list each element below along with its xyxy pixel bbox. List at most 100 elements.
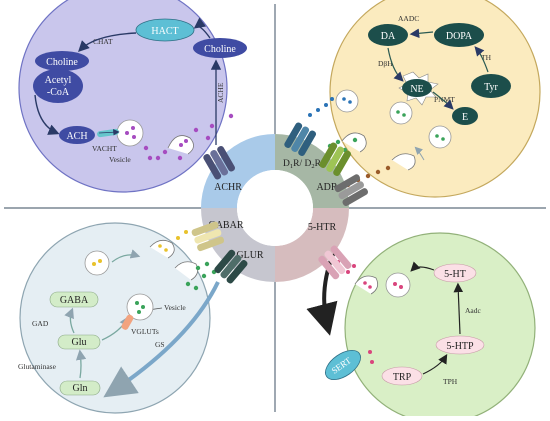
aadc-label: Aadc: [465, 306, 481, 315]
arrow-choline-to-hact: [193, 17, 211, 39]
ne-molecule: [335, 139, 341, 145]
arrow-hact-to-choline: [78, 32, 137, 52]
ht-pocket-dot: [368, 285, 372, 289]
d1r-d2r-label: D1R/ D2R: [283, 159, 322, 170]
glur-label: GLUR: [236, 250, 264, 261]
gaba-pill: [49, 291, 99, 308]
coa-label: -CoA: [47, 87, 70, 98]
glu-vesicle: [126, 293, 154, 321]
ht-molecule: [370, 360, 374, 364]
d-label: D: [283, 159, 290, 169]
ach-label: ACH: [66, 131, 87, 142]
arrow-glu-to-gaba: [64, 307, 75, 334]
gaba-vesicle-dot: [98, 259, 102, 263]
wheel-segment-gabar: [201, 208, 275, 282]
ht-molecule: [352, 264, 356, 268]
htr-label: 5-HTR: [308, 222, 337, 233]
sert-transporter: [325, 350, 361, 380]
dopamine-receptor-icon: [284, 122, 317, 157]
choline-right-label: Choline: [204, 44, 236, 55]
ht-release-pocket: [354, 275, 379, 295]
gaba-cell-body: [19, 222, 211, 414]
da-oval: [368, 24, 408, 46]
gaba-pocket-dot: [164, 248, 168, 252]
vesicle-label: Vesicle: [109, 155, 131, 164]
gln-pill: [59, 380, 101, 396]
grey-receptor-icon: [334, 174, 369, 207]
e-oval: [452, 107, 478, 125]
htp-pill: [435, 335, 485, 355]
gaba-label: GABA: [60, 295, 89, 306]
receptor-wheel: ACHR ADR D1R/ D2R GABAR GLUR 5-HTR: [191, 122, 369, 284]
tph-label: TPH: [443, 377, 458, 386]
th-label: TH: [481, 53, 492, 62]
gln-label: Gln: [73, 383, 88, 394]
hact-label: HACT: [151, 26, 178, 37]
da-molecule: [324, 103, 328, 107]
da-label: DA: [381, 31, 396, 42]
tyr-label: Tyr: [484, 82, 498, 93]
pnmt-label: PNMT: [434, 95, 455, 104]
ach-molecule: [143, 145, 149, 151]
ach-pocket-dot: [179, 143, 183, 147]
wheel-hole: [237, 170, 313, 246]
glu-release-pocket: [174, 261, 199, 281]
adr-vesicle-dot: [342, 97, 346, 101]
glu-vesicle-dot: [137, 310, 141, 314]
gaba-vesicle-label: Vesicle: [164, 303, 186, 312]
e-molecule: [385, 165, 391, 171]
ht-molecule: [368, 350, 372, 354]
vacht-label: VACHT: [92, 144, 117, 153]
e-molecule: [375, 169, 381, 175]
acetyl-coa-oval: [33, 69, 83, 103]
ach-molecule: [228, 113, 234, 119]
arrow-da-to-ne: [387, 47, 404, 82]
gabar-receptor-icon: [191, 221, 225, 252]
ache-label: ACHE: [216, 82, 225, 103]
glu-molecule: [185, 281, 191, 287]
achr-receptor-icon: [203, 145, 236, 180]
acetyl-label: Acetyl: [45, 75, 72, 86]
glu-molecule: [204, 261, 210, 267]
gaba-vesicle-dot: [92, 262, 96, 266]
da-molecule: [330, 97, 334, 101]
gad-label: GAD: [32, 319, 49, 328]
ach-oval: [59, 126, 95, 144]
glu-pill: [57, 334, 101, 350]
glu-molecule: [201, 273, 207, 279]
arrow-to-ach: [34, 94, 60, 135]
htp-label: 5-HTP: [446, 341, 474, 352]
ht-cell-body: [344, 232, 536, 421]
ht-pocket-dot: [363, 281, 367, 285]
glu-molecule: [195, 265, 201, 271]
e-molecule: [365, 173, 371, 179]
ach-molecule: [147, 155, 153, 161]
gabar-label: GABAR: [208, 220, 243, 231]
hact-oval: [135, 18, 195, 42]
chat-label: CHAT: [93, 37, 113, 46]
ach-molecule: [205, 135, 211, 141]
adr-cell-body: [329, 0, 541, 198]
arrow-vesicle-release: [414, 146, 425, 161]
adr-vesicle-mid: [389, 101, 413, 125]
e-label: E: [462, 112, 468, 123]
glu-vesicle-dot: [135, 301, 139, 305]
trp-label: TRP: [393, 372, 412, 383]
ach-molecule: [162, 149, 168, 155]
dbh-label: DβH: [378, 59, 393, 68]
adr-release-pocket-1: [341, 132, 367, 153]
ach-molecule: [209, 123, 215, 129]
serotonin-neuron: 5-HT 5-HTP TRP Aadc TPH SERT: [306, 232, 536, 421]
arrow-ne-to-e: [432, 91, 454, 110]
glu-vesicle-dot: [141, 305, 145, 309]
wheel-segment-5htr: [275, 208, 349, 282]
adr-label: ADR: [316, 182, 337, 193]
ne-molecule: [352, 137, 358, 143]
ach-pocket-dot: [184, 139, 188, 143]
gaba-vesicle: [84, 250, 110, 276]
adrenergic-receptor-icon: [319, 142, 352, 177]
ach-vesicle-dot: [131, 126, 135, 130]
arrow-tyr-to-dopa: [474, 46, 489, 73]
